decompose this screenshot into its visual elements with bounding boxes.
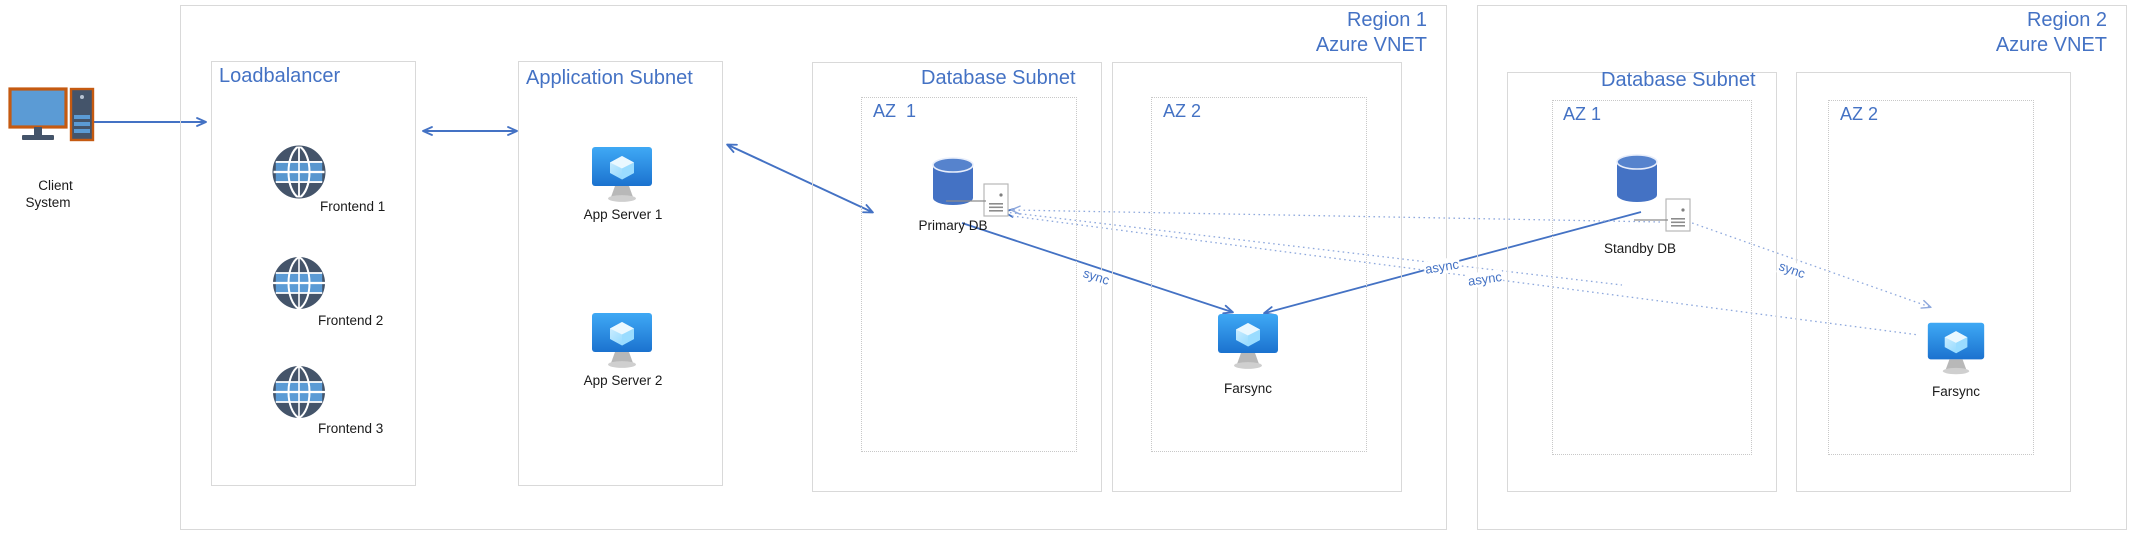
frontend-3-node[interactable]: [271, 364, 327, 420]
loadbalancer-subnet: [211, 61, 416, 486]
loadbalancer-subnet-title: Loadbalancer: [219, 65, 341, 87]
farsync-r1-node[interactable]: [1215, 312, 1281, 372]
frontend-3-label: Frontend 3: [318, 421, 384, 436]
application-subnet-title: Application Subnet: [526, 67, 693, 89]
frontend-1-label: Frontend 1: [320, 199, 386, 214]
r2-az1-box: [1552, 100, 1752, 455]
primary-db-connector-line: [946, 200, 986, 202]
r1-az2-title: AZ 2: [1163, 101, 1202, 121]
application-subnet: [518, 61, 723, 486]
standby-db-label: Standby DB: [1603, 241, 1677, 256]
standby-db-server-icon-wrap: [1665, 198, 1691, 232]
server-document-icon: [1665, 198, 1691, 232]
r1-az1-title: AZ 1: [873, 101, 917, 121]
frontend-2-node[interactable]: [271, 255, 327, 311]
server-document-icon: [983, 183, 1009, 217]
standby-db-node[interactable]: [1614, 152, 1660, 210]
vm-monitor-icon: [592, 313, 652, 368]
vm-monitor-icon: [1218, 314, 1278, 369]
globe-icon: [273, 364, 325, 420]
desktop-computer-icon: [8, 87, 95, 142]
vm-monitor-icon: [592, 147, 652, 202]
standby-db-connector-line: [1634, 219, 1668, 221]
globe-icon: [272, 144, 326, 200]
frontend-1-node[interactable]: [271, 144, 327, 200]
primary-db-label: Primary DB: [918, 218, 988, 233]
primary-db-server-icon-wrap: [983, 183, 1009, 217]
r1-az2-box: [1151, 97, 1367, 452]
client-system-label: Client System: [25, 178, 73, 210]
database-subnet-r2-title: Database Subnet: [1601, 69, 1756, 91]
database-subnet-r2: [1507, 72, 1777, 492]
frontend-2-label: Frontend 2: [318, 313, 384, 328]
r2-az1-title: AZ 1: [1563, 104, 1602, 124]
client-system-node[interactable]: [8, 85, 96, 157]
region-2-container: [1477, 5, 2127, 530]
vm-monitor-icon: [1927, 322, 1985, 375]
globe-icon: [273, 255, 325, 311]
farsync-r1-label: Farsync: [1223, 381, 1272, 396]
r1-az1-box: [861, 97, 1077, 452]
app-server-2-label: App Server 2: [583, 373, 663, 388]
app-server-1-label: App Server 1: [583, 207, 663, 222]
app-server-2-node[interactable]: [589, 311, 655, 371]
r2-az2-box: [1828, 100, 2034, 455]
database-cylinder-icon: [932, 157, 974, 205]
database-subnet-r1-title: Database Subnet: [921, 67, 1076, 89]
farsync-r2-node[interactable]: [1925, 320, 1987, 378]
app-server-1-node[interactable]: [589, 145, 655, 205]
database-subnet-r2-az2-box: [1796, 72, 2071, 492]
r2-az2-title: AZ 2: [1840, 104, 1879, 124]
database-subnet-r1-az2-box: [1112, 62, 1402, 492]
farsync-r2-label: Farsync: [1931, 384, 1980, 399]
database-cylinder-icon: [1616, 154, 1658, 202]
primary-db-node[interactable]: [930, 155, 976, 213]
